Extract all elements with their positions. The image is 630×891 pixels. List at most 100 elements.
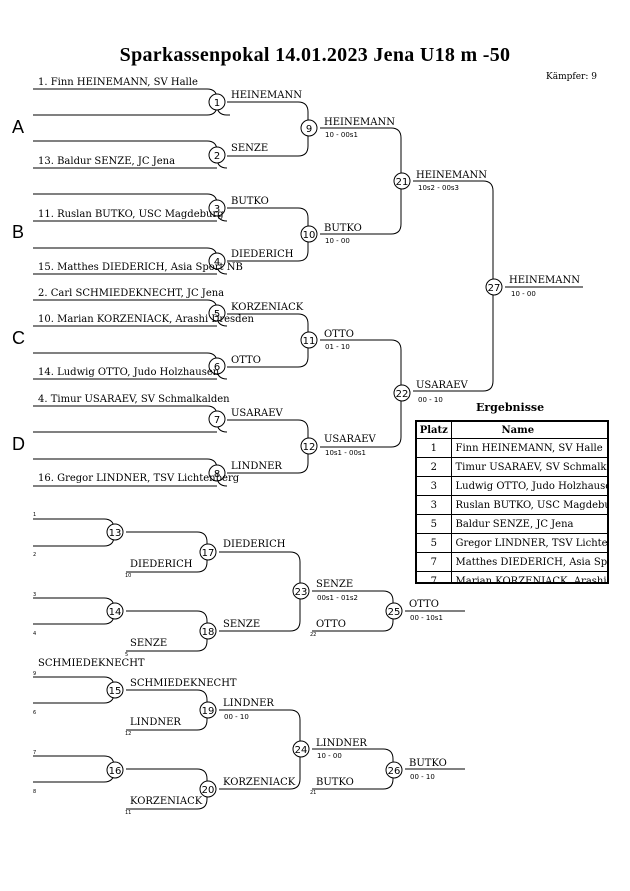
pool-label-d: D — [12, 434, 25, 454]
repechage-name: BUTKO — [316, 777, 354, 788]
rank-cell: 5 — [417, 533, 452, 553]
loser-tag: 12 — [125, 731, 131, 737]
entry-label: 15. Matthes DIEDERICH, Asia Sport NB — [38, 262, 243, 273]
fight-circle — [208, 146, 226, 164]
fight-circle — [385, 602, 403, 620]
slot-number: 8 — [33, 789, 36, 795]
rank-cell: 2 — [417, 457, 452, 477]
fight-circle — [300, 331, 318, 349]
results-header-row: Platz Name — [417, 422, 607, 439]
entry-labels: 1. Finn HEINEMANN, SV Halle 13. Baldur S… — [38, 77, 255, 484]
repechage-slot-numbers: 1 2 3 4 9 6 7 8 10 5 12 11 22 21 — [33, 512, 316, 816]
name-cell: Finn HEINEMANN, SV Halle — [451, 438, 607, 458]
slot-number: 3 — [33, 592, 36, 598]
fight-number: 19 — [202, 706, 215, 717]
fight-score: 10 - 00s1 — [325, 131, 358, 139]
pool-label-a: A — [12, 117, 25, 137]
winner-name: SENZE — [316, 579, 353, 590]
loser-tag: 10 — [125, 573, 131, 579]
fight-score: 10s2 - 00s3 — [418, 184, 459, 192]
fight-circle — [199, 780, 217, 798]
column-header-rank: Platz — [417, 422, 452, 439]
fight-number: 16 — [109, 766, 122, 777]
entry-label: 13. Baldur SENZE, JC Jena — [38, 156, 175, 167]
fight-circles — [106, 93, 503, 798]
rank-cell: 3 — [417, 495, 452, 515]
winner-name: DIEDERICH — [231, 249, 294, 260]
entry-label: 14. Ludwig OTTO, Judo Holzhausen — [38, 367, 220, 378]
name-cell: Matthes DIEDERICH, Asia Sport NB — [451, 552, 607, 572]
winner-name: HEINEMANN — [416, 170, 487, 181]
name-cell: Ludwig OTTO, Judo Holzhausen — [451, 476, 607, 496]
fight-circle — [106, 602, 124, 620]
fight-circle — [199, 701, 217, 719]
entry-label: 11. Ruslan BUTKO, USC Magdeburg — [38, 209, 224, 220]
winner-name: KORZENIACK — [231, 302, 304, 313]
fight-circle — [106, 761, 124, 779]
loser-tag: 22 — [310, 632, 316, 638]
results-title: Ergebnisse — [476, 401, 545, 414]
winner-name: OTTO — [409, 599, 439, 610]
winner-name: BUTKO — [231, 196, 269, 207]
fight-circle — [300, 225, 318, 243]
slot-number: 6 — [33, 710, 36, 716]
name-cell: Marian KORZENIACK, Arashi Dresden — [451, 571, 607, 582]
loser-tag: 5 — [125, 652, 128, 658]
fight-score: 00s1 - 01s2 — [317, 594, 358, 602]
repechage-names: SCHMIEDEKNECHT DIEDERICH SENZE LINDNER K… — [38, 539, 447, 807]
winner-name: OTTO — [324, 329, 354, 340]
winner-name: HEINEMANN — [231, 90, 302, 101]
fight-scores: 10 - 00s1 10 - 00 01 - 10 10s1 - 00s1 10… — [224, 131, 536, 781]
winner-name: HEINEMANN — [324, 117, 395, 128]
winner-name: BUTKO — [324, 223, 362, 234]
winner-name: OTTO — [231, 355, 261, 366]
pool-label-c: C — [12, 328, 25, 348]
fight-circle — [292, 740, 310, 758]
fight-number: 8 — [214, 469, 220, 480]
winner-name: LINDNER — [223, 698, 274, 709]
entry-label: 1. Finn HEINEMANN, SV Halle — [38, 77, 198, 88]
fight-numbers: 1 2 3 4 5 6 7 8 9 10 11 12 21 22 27 13 1… — [109, 98, 501, 796]
fight-circle — [208, 93, 226, 111]
fight-number: 17 — [202, 548, 215, 559]
fight-circle — [199, 543, 217, 561]
winner-name: LINDNER — [231, 461, 282, 472]
name-cell: Ruslan BUTKO, USC Magdeburg — [451, 495, 607, 515]
fight-number: 24 — [295, 745, 308, 756]
fight-circle — [106, 523, 124, 541]
fight-circle — [393, 384, 411, 402]
fight-number: 1 — [214, 98, 220, 109]
name-cell: Timur USARAEV, SV Schmalkalden — [451, 457, 607, 477]
entry-label: 10. Marian KORZENIACK, Arashi Dresden — [38, 314, 255, 325]
repechage-name: KORZENIACK — [130, 796, 203, 807]
fight-number: 11 — [303, 336, 316, 347]
fight-circle — [208, 304, 226, 322]
fight-circle — [300, 437, 318, 455]
fight-number: 22 — [396, 389, 409, 400]
fight-number: 26 — [388, 766, 401, 777]
fight-circle — [106, 681, 124, 699]
fight-circle — [208, 199, 226, 217]
slot-number: 9 — [33, 671, 36, 677]
rank-cell: 1 — [417, 438, 452, 458]
rank-cell: 7 — [417, 571, 452, 582]
rank-cell: 7 — [417, 552, 452, 572]
fight-score: 00 - 10 — [410, 773, 435, 781]
fight-number: 25 — [388, 607, 401, 618]
rank-cell: 5 — [417, 514, 452, 534]
fight-number: 2 — [214, 151, 220, 162]
column-header-name: Name — [451, 422, 607, 439]
entry-label: 2. Carl SCHMIEDEKNECHT, JC Jena — [38, 288, 224, 299]
slot-number: 2 — [33, 552, 36, 558]
slot-number: 1 — [33, 512, 36, 518]
fight-number: 15 — [109, 686, 122, 697]
page-title: Sparkassenpokal 14.01.2023 Jena U18 m -5… — [119, 44, 511, 66]
